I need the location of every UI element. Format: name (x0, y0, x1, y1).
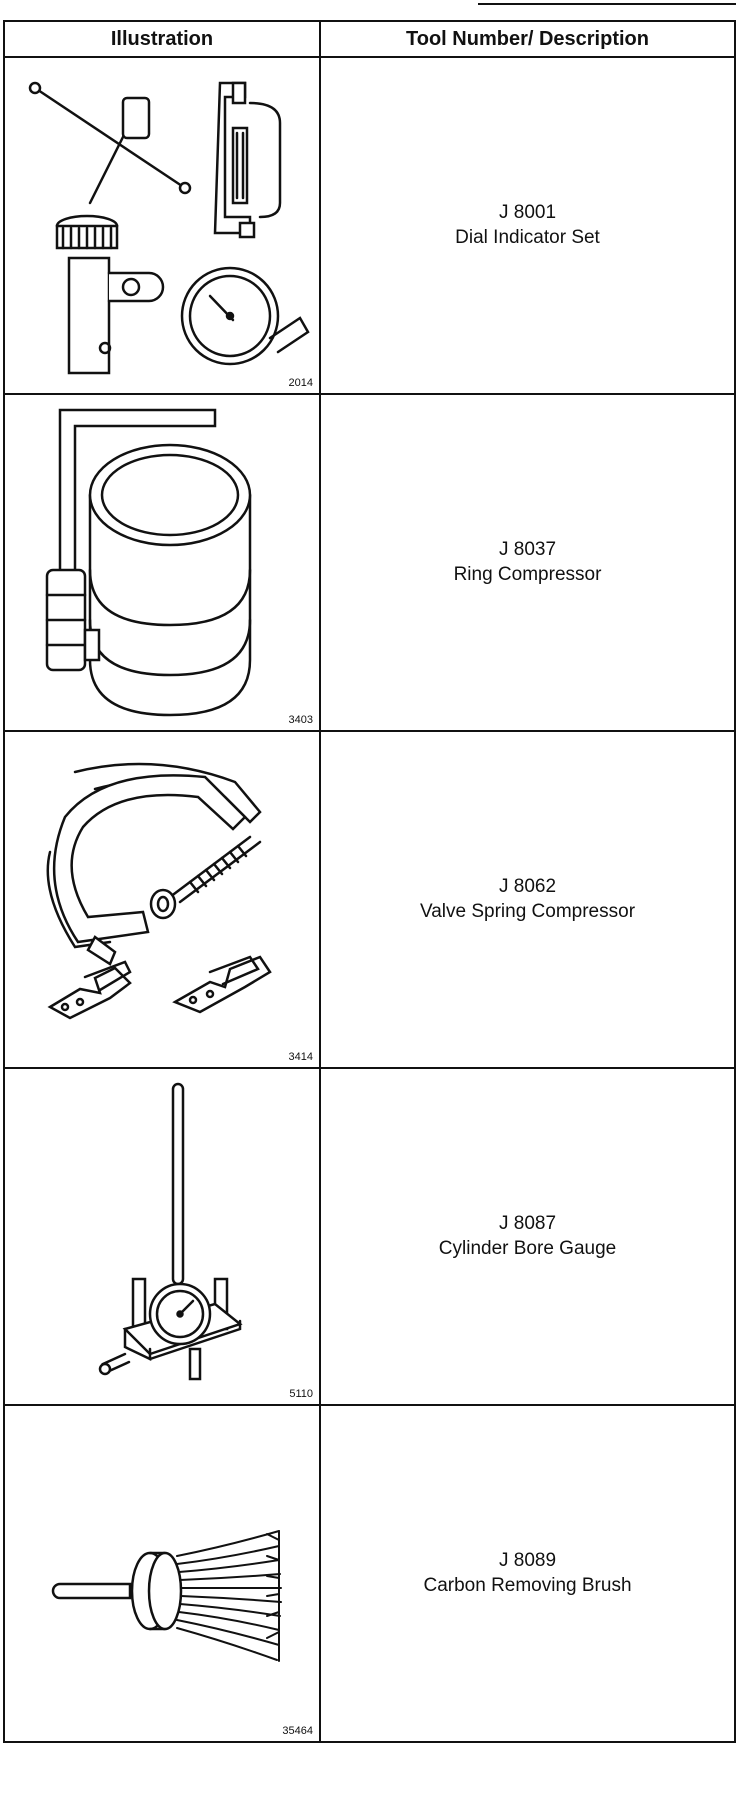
cylinder-bore-gauge-icon (98, 1082, 243, 1381)
dial-indicator-set-icon (28, 81, 310, 375)
ring-compressor-icon (45, 408, 252, 717)
tool-description-cell: J 8089 Carbon Removing Brush (319, 1404, 736, 1743)
tool-number: J 8062 (498, 875, 557, 897)
tool-description: Ring Compressor (453, 563, 602, 585)
illustration-header: Illustration (3, 20, 321, 58)
figure-number: 3414 (288, 1051, 313, 1063)
tool-description: Dial Indicator Set (455, 226, 600, 248)
figure-number: 5110 (289, 1388, 313, 1400)
tool-number: J 8087 (498, 1212, 557, 1234)
illustration-cell: 2014 (3, 56, 321, 395)
table-row: 5110 J 8087 Cylinder Bore Gauge (3, 1067, 736, 1406)
table-row: 2014 J 8001 Dial Indicator Set (3, 56, 736, 395)
carbon-removing-brush-icon (51, 1530, 282, 1662)
figure-number: 35464 (282, 1725, 313, 1737)
tool-description-cell: J 8062 Valve Spring Compressor (319, 730, 736, 1069)
table-row: 3414 J 8062 Valve Spring Compressor (3, 730, 736, 1069)
tool-description-cell: J 8087 Cylinder Bore Gauge (319, 1067, 736, 1406)
illustration-cell: 35464 (3, 1404, 321, 1743)
tool-description-cell: J 8001 Dial Indicator Set (319, 56, 736, 395)
illustration-cell: 3403 (3, 393, 321, 732)
table-row: 3403 J 8037 Ring Compressor (3, 393, 736, 732)
tool-number: J 8089 (498, 1549, 557, 1571)
tool-description-cell: J 8037 Ring Compressor (319, 393, 736, 732)
illustration-cell: 3414 (3, 730, 321, 1069)
tool-description: Valve Spring Compressor (419, 900, 636, 922)
tool-number: J 8001 (498, 201, 557, 223)
top-rule (478, 3, 736, 5)
table-row: 35464 J 8089 Carbon Removing Brush (3, 1404, 736, 1743)
table-header-row: Illustration Tool Number/ Description (3, 20, 736, 58)
figure-number: 3403 (288, 714, 313, 726)
figure-number: 2014 (288, 377, 313, 389)
special-tools-table: Illustration Tool Number/ Description (3, 20, 736, 1743)
tool-description: Carbon Removing Brush (423, 1574, 632, 1596)
valve-spring-compressor-icon (46, 762, 272, 1020)
tool-number: J 8037 (498, 538, 557, 560)
tool-description: Cylinder Bore Gauge (438, 1237, 617, 1259)
illustration-cell: 5110 (3, 1067, 321, 1406)
tool-description-header: Tool Number/ Description (319, 20, 736, 58)
